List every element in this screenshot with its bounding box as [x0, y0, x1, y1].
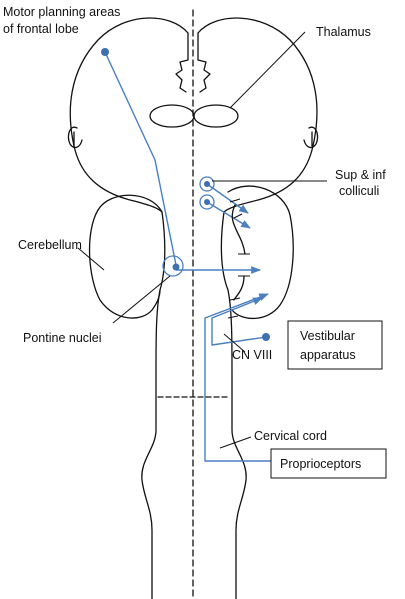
motor-planning-cell [101, 48, 109, 56]
vestibular-label-line2: apparatus [300, 348, 356, 362]
pontine-leader [112, 275, 171, 324]
inferior-colliculus-ring [199, 194, 215, 210]
labels: Motor planning areas of frontal lobe Tha… [3, 5, 386, 471]
vestibular-apparatus-box [287, 320, 383, 370]
motor-planning-label-line1: Motor planning areas [3, 5, 120, 19]
corticopontine-fiber [104, 51, 177, 266]
superior-colliculus-ring [199, 176, 215, 192]
thalamus-label: Thalamus [316, 25, 371, 39]
brain-outline [67, 9, 319, 599]
pontine-nucleus-cell [172, 263, 180, 271]
cervical-cord-label: Cervical cord [254, 429, 327, 443]
colliculi-label-line2: colliculi [339, 184, 379, 198]
left-cerebellum-outline [88, 194, 163, 319]
cn-viii-leader [223, 333, 246, 353]
synapse-marks [227, 198, 250, 319]
vestibulocerebellar-fiber [211, 297, 267, 346]
proprioceptors-box [270, 448, 387, 479]
synapse-mark [227, 315, 239, 319]
cn-viii-label: CN VIII [232, 348, 272, 362]
proprioceptors-label: Proprioceptors [280, 457, 361, 471]
cerebellum-label: Cerebellum [18, 238, 82, 252]
synapse-mark [229, 198, 241, 203]
right-hemisphere-outline [197, 17, 318, 213]
vestibular-cell [262, 333, 270, 341]
tectocerebellar-fiber-lower [206, 201, 251, 229]
leader-lines [77, 31, 327, 478]
pathways [104, 51, 275, 462]
inferior-colliculus-cell [204, 199, 210, 205]
pontine-nuclei-label: Pontine nuclei [23, 331, 102, 345]
right-central-fissure [197, 32, 211, 93]
right-temporal-notch [303, 126, 319, 149]
right-cerebellum-outline [227, 185, 294, 320]
cerebellar-peduncle-curve [231, 204, 246, 301]
thalamus-right-lobe [193, 104, 239, 128]
thalamus-leader [229, 31, 306, 109]
superior-colliculus-cell [204, 181, 210, 187]
cervical-cord-leader [219, 436, 252, 449]
left-central-fissure [175, 32, 189, 93]
brainstem-left-edge [141, 211, 166, 599]
motor-planning-label-line2: of frontal lobe [3, 22, 79, 36]
thalamus-left-lobe [149, 104, 195, 128]
left-temporal-notch [67, 126, 83, 149]
colliculi-label-line1: Sup & inf [335, 168, 386, 182]
tectocerebellar-fiber-upper [206, 183, 249, 214]
cerebellum-leader [77, 247, 105, 271]
spinocerebellar-fiber [204, 293, 275, 462]
synapse-mark [233, 213, 243, 219]
pontine-nucleus-ring [162, 255, 184, 277]
nuclei [101, 48, 279, 465]
left-hemisphere-outline [69, 17, 189, 213]
vestibular-label-line1: Vestibular [300, 329, 355, 343]
